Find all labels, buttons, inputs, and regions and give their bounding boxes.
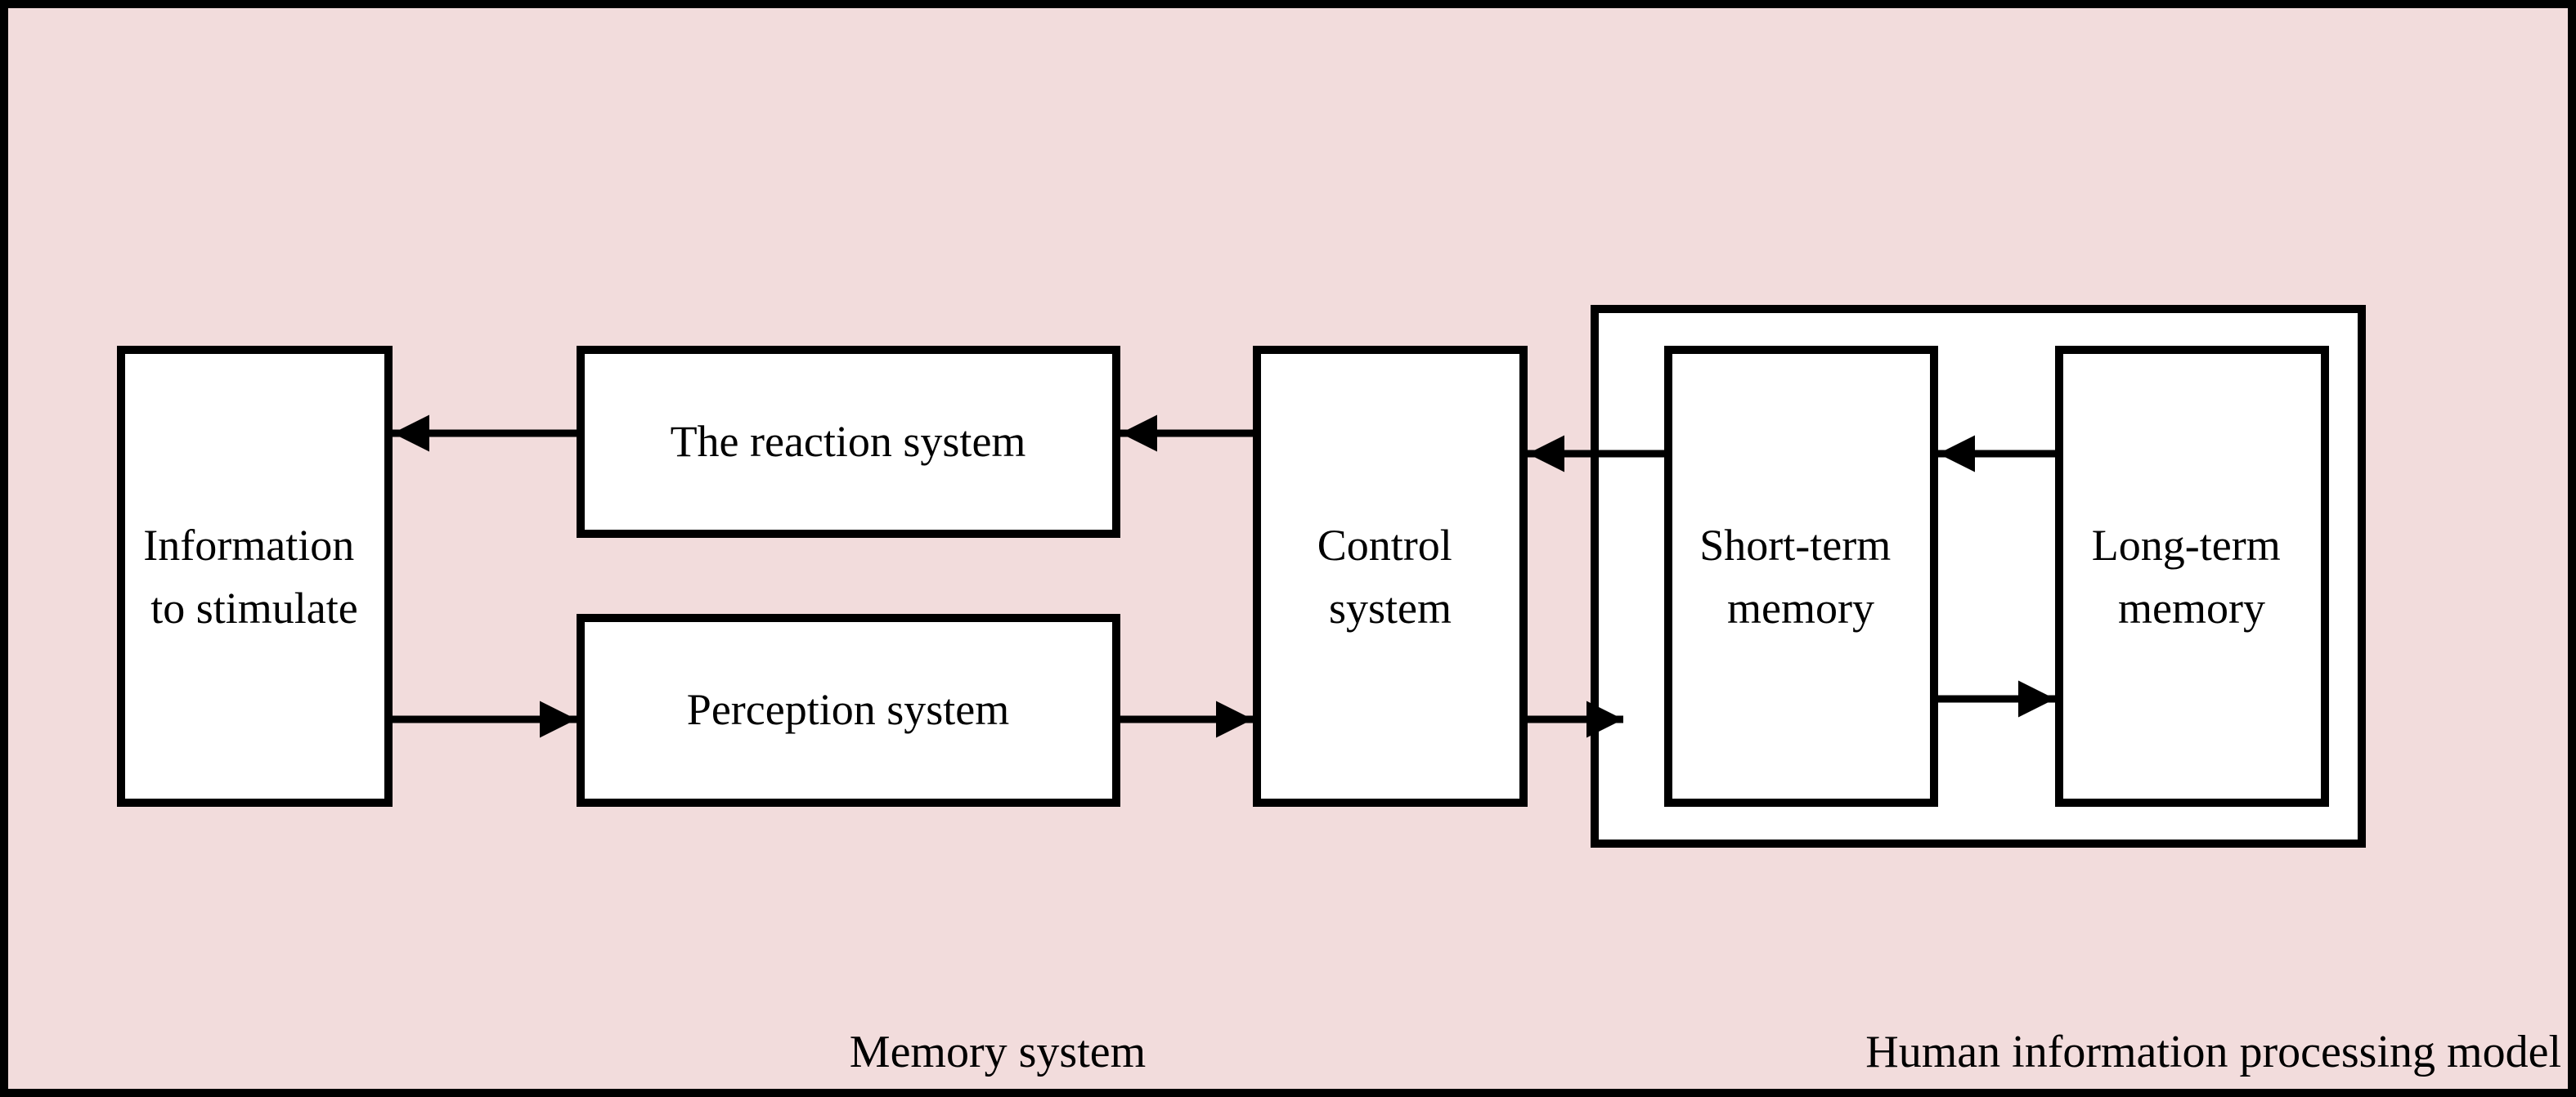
control-system-label-line-1: Control: [1317, 521, 1452, 570]
node-reaction-system: The reaction system: [577, 346, 1120, 538]
svg-text:Long-term memory: Long-term memory: [2092, 521, 2291, 633]
control-system-box: [1253, 346, 1528, 807]
model-title-caption: Human information processing model: [1865, 1027, 2561, 1077]
short-term-memory-box: [1664, 346, 1938, 807]
svg-text:Perception system: Perception system: [687, 685, 1009, 734]
node-long-term-memory: Long-term memory: [2055, 346, 2329, 807]
long-term-memory-label-line-2: memory: [2118, 584, 2265, 633]
node-information-to-stimulate: Information to stimulate: [117, 346, 393, 807]
long-term-memory-box: [2055, 346, 2329, 807]
reaction-system-box: [577, 346, 1120, 538]
control-system-label-line-2: system: [1329, 584, 1452, 633]
memory-system-caption: Memory system: [850, 1027, 1146, 1077]
information-label-line-1: Information: [143, 521, 354, 570]
reaction-system-label: The reaction system: [671, 417, 1026, 466]
svg-text:Control system: Control system: [1317, 521, 1464, 633]
arrows: [393, 414, 2055, 738]
information-box: [117, 346, 393, 807]
perception-system-box: [577, 614, 1120, 807]
node-short-term-memory: Short-term memory: [1664, 346, 1938, 807]
long-term-memory-label-line-1: Long-term: [2092, 521, 2281, 570]
svg-text:The reaction system: The reaction system: [671, 417, 1026, 466]
short-term-memory-label-line-1: Short-term: [1699, 521, 1891, 570]
node-control-system: Control system: [1253, 346, 1528, 807]
information-label-line-2: to stimulate: [150, 584, 357, 633]
short-term-memory-label-line-2: memory: [1727, 584, 1874, 633]
svg-text:Short-term memory: Short-term memory: [1699, 521, 1901, 633]
svg-text:Information to stimulate: Information to stimulate: [143, 521, 365, 633]
node-perception-system: Perception system: [577, 614, 1120, 807]
perception-system-label: Perception system: [687, 685, 1009, 734]
